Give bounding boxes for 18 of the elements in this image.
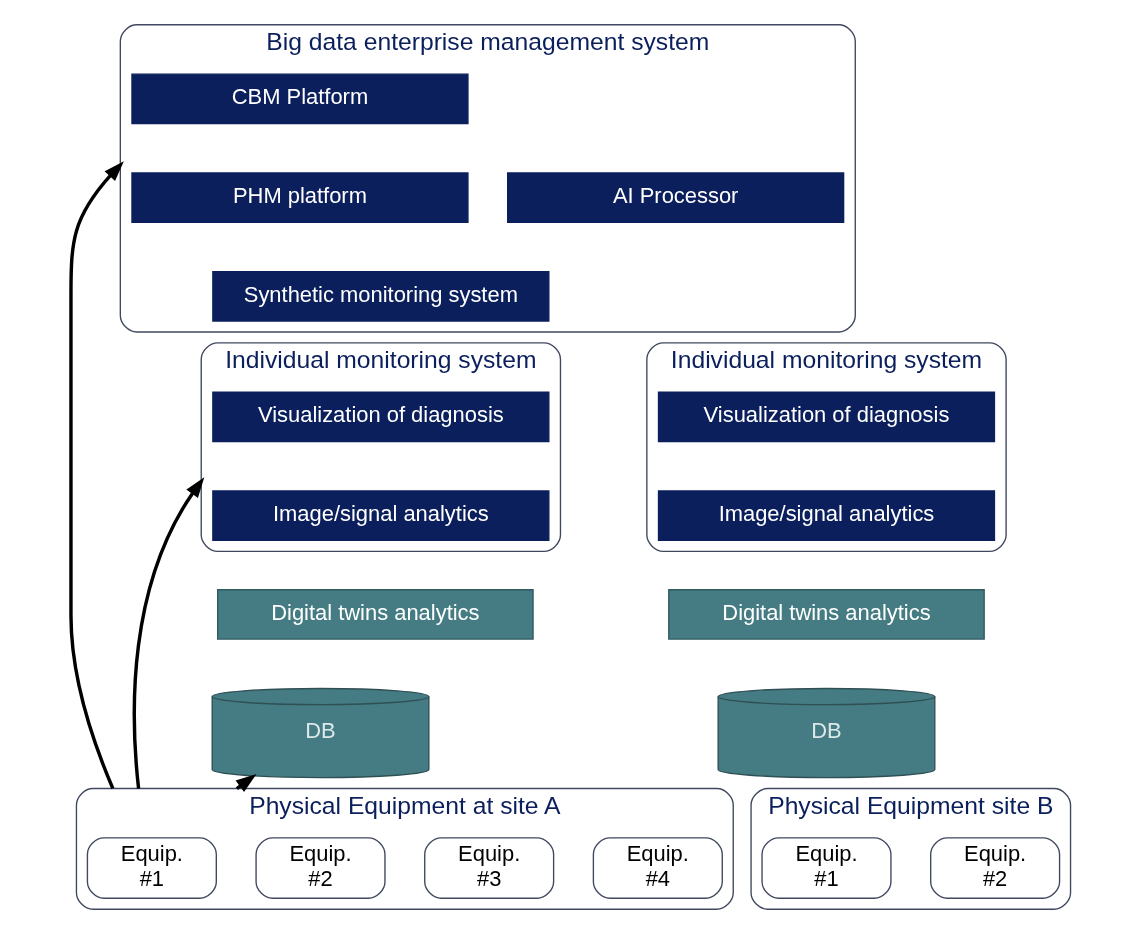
node-box: Image/signal analytics	[212, 490, 550, 542]
node-box: Equip. #2	[930, 837, 1061, 899]
node-box: Image/signal analytics	[657, 490, 996, 542]
node-box: AI Processor	[507, 172, 845, 223]
node-box: Equip. #3	[424, 837, 555, 899]
arrow	[132, 477, 205, 789]
node-box: Digital twins analytics	[217, 589, 534, 640]
node-box: Equip. #4	[592, 837, 723, 899]
node-box: Equip. #2	[255, 837, 386, 899]
node-box: Synthetic monitoring system	[212, 270, 550, 322]
node-box: Visualization of diagnosis	[657, 391, 996, 443]
node-box: PHM platform	[131, 172, 469, 223]
node-box: Visualization of diagnosis	[212, 391, 550, 443]
node-box: CBM Platform	[131, 73, 469, 125]
node-box: Equip. #1	[761, 837, 892, 899]
arrow	[69, 161, 124, 790]
node-box: Digital twins analytics	[668, 589, 985, 640]
node-box: Equip. #1	[86, 837, 217, 899]
